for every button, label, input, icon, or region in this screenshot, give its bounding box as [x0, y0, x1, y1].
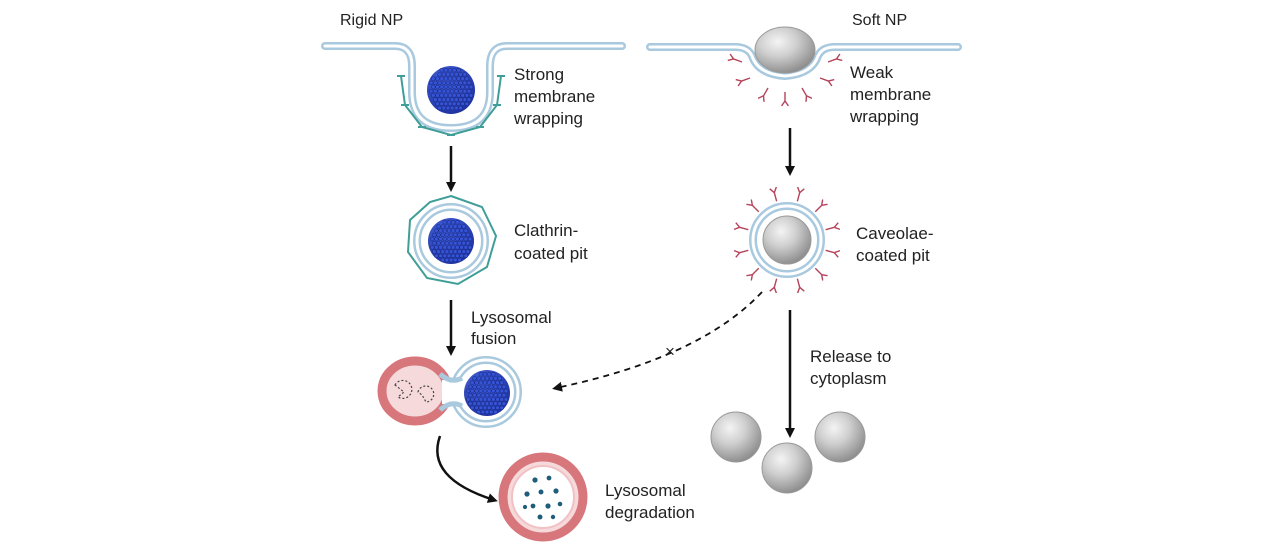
lysosome-degradation	[498, 452, 588, 542]
caveolae-line-1: Caveolae-	[856, 224, 934, 243]
release-label: Release to cytoplasm	[810, 347, 891, 388]
rigid-nanoparticle-1	[427, 66, 475, 114]
clathrin-line-1: Clathrin-	[514, 221, 578, 240]
degraded-fragments	[522, 475, 563, 520]
strong-wrap-line-1: Strong	[514, 65, 564, 84]
caveolae-coated-vesicle	[749, 202, 825, 278]
released-np-1	[710, 411, 762, 463]
strong-wrapping-label: Strong membrane wrapping	[513, 65, 595, 128]
clathrin-coated-vesicle	[406, 194, 498, 286]
clathrin-line-2: coated pit	[514, 244, 588, 263]
enzyme-icons	[394, 379, 435, 403]
weak-wrap-line-2: membrane	[850, 85, 931, 104]
strong-wrap-line-2: membrane	[514, 87, 595, 106]
weak-wrap-line-3: wrapping	[849, 107, 919, 126]
strong-wrap-line-3: wrapping	[513, 109, 583, 128]
fusion-line-1: Lysosomal	[471, 308, 552, 327]
blocked-path-to-lysosome	[552, 291, 763, 392]
caveolae-line-2: coated pit	[856, 246, 930, 265]
released-np-3	[761, 442, 813, 494]
soft-membrane-shallow-wrap	[646, 43, 962, 81]
released-soft-nanoparticles	[710, 411, 866, 494]
soft-np-title: Soft NP	[852, 12, 907, 29]
rigid-membrane-invagination	[321, 42, 626, 133]
lysosome-vesicle-fusion	[377, 356, 522, 428]
clathrin-coat-top	[397, 75, 505, 137]
release-line-1: Release to	[810, 347, 891, 366]
degradation-line-2: degradation	[605, 503, 695, 522]
weak-wrap-line-1: Weak	[850, 63, 894, 82]
soft-nanoparticle-1	[754, 26, 816, 74]
clathrin-pit-label: Clathrin- coated pit	[514, 221, 588, 263]
rigid-np-title: Rigid NP	[340, 12, 403, 29]
blocked-mark: ×	[665, 342, 675, 361]
degradation-line-1: Lysosomal	[605, 481, 686, 500]
released-np-2	[814, 411, 866, 463]
weak-wrapping-label: Weak membrane wrapping	[849, 63, 931, 126]
caveolin-proteins-top	[727, 53, 843, 107]
caveolae-pit-label: Caveolae- coated pit	[856, 224, 934, 265]
lysosomal-degradation-label: Lysosomal degradation	[605, 481, 695, 522]
release-line-2: cytoplasm	[810, 369, 887, 388]
arrow-to-degradation	[436, 435, 498, 503]
lysosomal-fusion-label: Lysosomal fusion	[471, 308, 552, 348]
caveolin-proteins-ring	[733, 186, 841, 294]
fusion-line-2: fusion	[471, 329, 516, 348]
